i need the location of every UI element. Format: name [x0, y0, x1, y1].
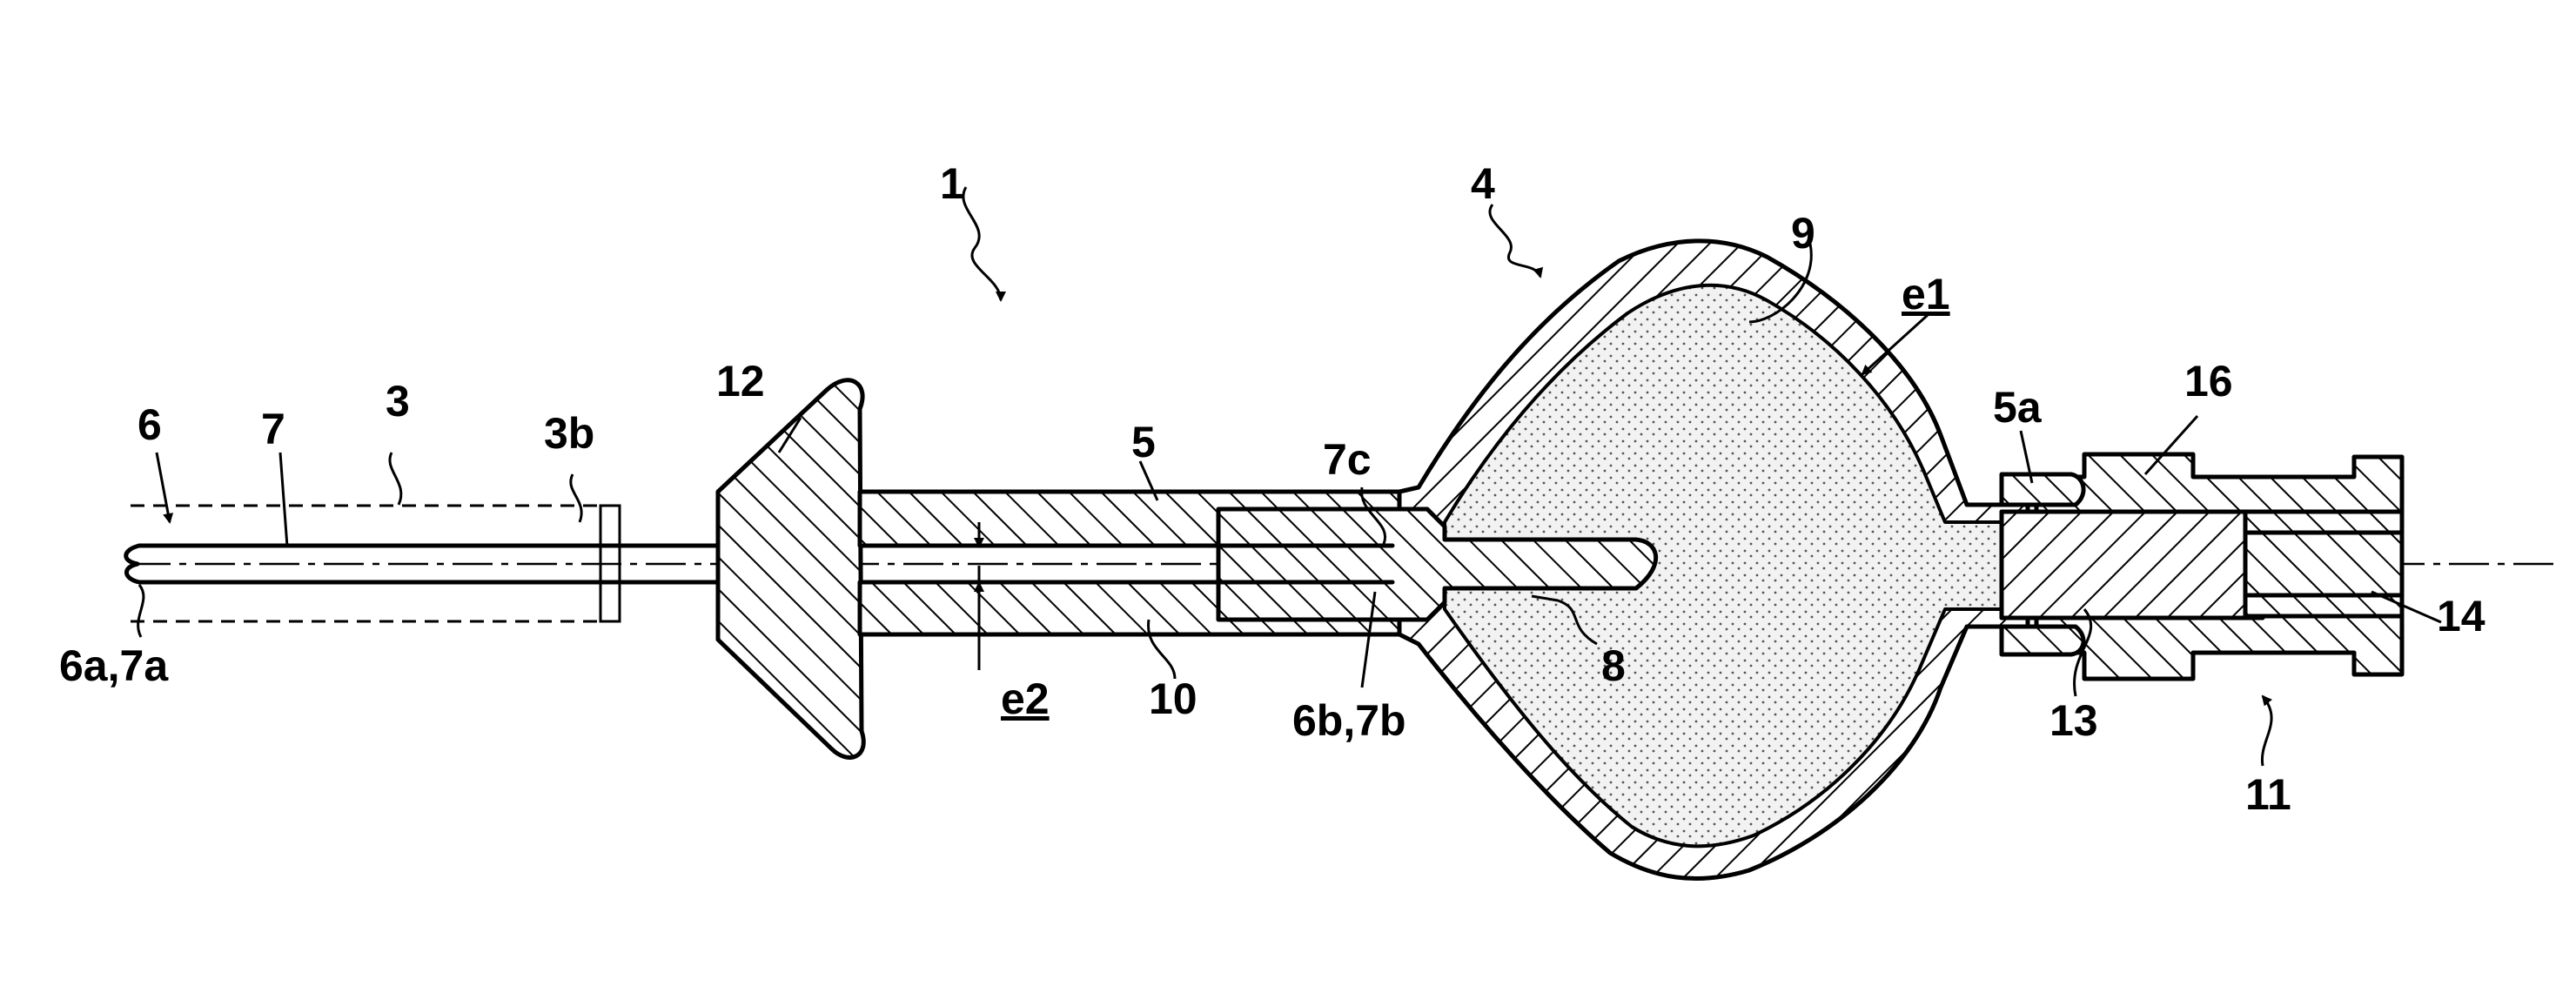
label-7c: 7c: [1323, 435, 1372, 484]
label-10: 10: [1149, 674, 1197, 723]
disc-12: [718, 380, 863, 758]
label-11: 11: [2245, 770, 2291, 819]
connector-inner-13: [2002, 512, 2263, 618]
label-16: 16: [2184, 357, 2233, 406]
label-3b: 3b: [544, 409, 594, 458]
label-6b7b: 6b,7b: [1292, 696, 1406, 745]
label-4: 4: [1471, 159, 1495, 208]
label-5: 5: [1131, 418, 1156, 466]
label-9: 9: [1791, 209, 1815, 258]
label-6: 6: [138, 400, 162, 449]
label-12: 12: [716, 357, 765, 406]
label-e1: e1: [1902, 270, 1950, 319]
label-13: 13: [2049, 696, 2098, 745]
fitting-5a: [2002, 474, 2083, 505]
label-e2: e2: [1001, 674, 1050, 723]
label-6a7a: 6a,7a: [59, 641, 169, 690]
label-5a: 5a: [1993, 383, 2043, 432]
label-14: 14: [2437, 592, 2485, 641]
label-3: 3: [386, 377, 410, 426]
connector-bore-14: [2245, 512, 2402, 616]
label-1: 1: [940, 159, 964, 208]
label-8: 8: [1601, 641, 1626, 690]
label-7: 7: [261, 405, 285, 453]
